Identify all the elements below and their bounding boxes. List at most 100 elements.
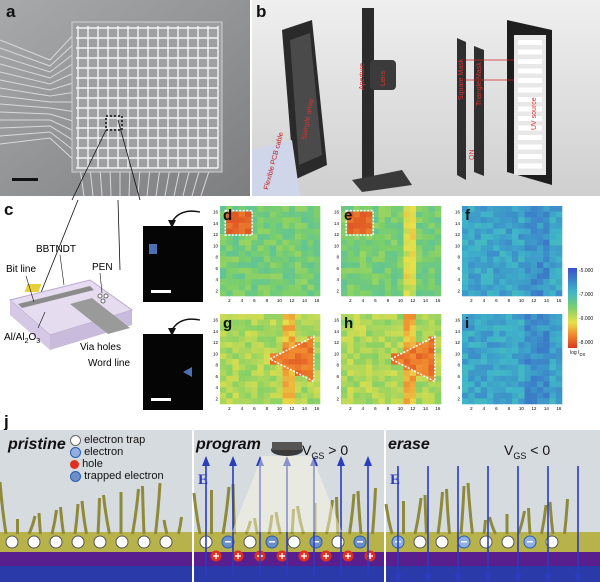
heatmap-cell [518, 381, 525, 388]
heatmap-cell [524, 211, 532, 218]
heatmap-cell [353, 234, 361, 241]
heatmap-cell [353, 347, 361, 354]
heatmap-cell [549, 222, 557, 229]
heatmap-cell [232, 279, 240, 286]
heatmap-cell [480, 392, 488, 399]
heatmap-cell [307, 234, 315, 241]
heatmap-cell [366, 267, 373, 274]
heatmap-cell [353, 325, 361, 332]
heatmap-cell [537, 347, 544, 354]
heatmap-cell [462, 267, 469, 274]
heatmap-cell [462, 314, 469, 320]
heatmap-cell [341, 353, 348, 360]
heatmap-cell [220, 211, 227, 218]
heatmap-cell [434, 290, 442, 297]
heatmap-cell [537, 336, 544, 343]
heatmap-cell [295, 392, 302, 399]
heatmap-cell [263, 398, 271, 405]
heatmap-cell [238, 398, 246, 405]
heatmap-cell [512, 342, 519, 349]
x-tick-label: 16 [314, 406, 320, 411]
bit-line [18, 286, 94, 308]
heatmap-cell [263, 279, 271, 286]
heatmap-cell [220, 353, 227, 360]
heatmap-cell [282, 370, 290, 377]
x-tick-label: 6 [495, 406, 498, 411]
heatmap-cell [301, 234, 308, 241]
x-tick-label: 6 [253, 406, 256, 411]
heatmap-cell [288, 222, 296, 229]
heatmap-cell [518, 336, 525, 343]
heatmap-cell [474, 284, 482, 291]
heatmap-cell [257, 228, 265, 235]
heatmap-cell [555, 347, 563, 354]
legend-item: electron [70, 446, 164, 458]
heatmap-cell [480, 353, 488, 360]
heatmap-cell [232, 273, 240, 280]
heatmap-cell [232, 353, 240, 360]
heatmap-cell [307, 206, 315, 212]
heatmap-cell [422, 239, 429, 246]
panel-label-i: i [465, 315, 470, 332]
heatmap-cell [270, 267, 277, 274]
heatmap-cell [493, 251, 500, 257]
heatmap-cell [468, 290, 475, 297]
heatmap-cell [359, 347, 367, 354]
heatmap-cell [518, 279, 525, 286]
heatmap-cell [372, 262, 379, 269]
heatmap-cell [391, 347, 398, 354]
heatmap-cell [295, 222, 302, 229]
label-word-line: Word line [88, 358, 130, 369]
heatmap-cell [493, 392, 500, 399]
heatmap-cell [428, 228, 436, 235]
hole-icon [70, 459, 79, 469]
heatmap-cell [549, 330, 557, 337]
heatmap-cell [372, 228, 379, 235]
heatmap-cell [530, 325, 538, 332]
heatmap-cell [530, 245, 538, 252]
x-tick-label: 6 [374, 298, 377, 303]
heatmap-cell [530, 364, 538, 371]
heatmap-cell [270, 325, 277, 332]
heatmap-cell [353, 239, 361, 246]
heatmap-cell [428, 330, 436, 337]
heatmap-cell [537, 325, 544, 332]
heatmap-cell [555, 245, 563, 252]
heatmap-cell [307, 222, 315, 229]
heatmap-cell [403, 256, 411, 263]
heatmap-cell [524, 284, 532, 291]
heatmap-cell [524, 245, 532, 252]
heatmap-cell [372, 234, 379, 241]
heatmap-cell [499, 279, 507, 286]
heatmap-cell [403, 290, 411, 297]
heatmap-cell [220, 284, 227, 291]
heatmap-cell [353, 256, 361, 263]
heatmap-cell [257, 353, 265, 360]
heatmap-cell [276, 228, 283, 235]
heatmap-cell [313, 290, 321, 297]
heatmap-cell [313, 234, 321, 241]
heatmap-cell [238, 364, 246, 371]
heatmap-cell [391, 314, 398, 320]
heatmap-cell [468, 387, 475, 394]
heatmap-cell [245, 211, 252, 218]
heatmap-cell [341, 267, 348, 274]
heatmap-cell [378, 314, 386, 320]
heatmap-cell [372, 387, 379, 394]
heatmap-cell [549, 206, 557, 212]
heatmap-cell [499, 398, 507, 405]
heatmap-cell [499, 239, 507, 246]
heatmap-cell [512, 273, 519, 280]
heatmap-cell [251, 381, 258, 388]
heatmap-cell [499, 370, 507, 377]
heatmap-cell [512, 375, 519, 382]
heatmap-cell [288, 228, 296, 235]
heatmap-cell [245, 206, 252, 212]
heatmap-cell [359, 284, 367, 291]
heatmap-cell [238, 234, 246, 241]
heatmap-cell [288, 381, 296, 388]
y-tick-label: 6 [457, 266, 460, 271]
heatmap-cell [428, 336, 436, 343]
heatmap-cell [353, 228, 361, 235]
heatmap-cell [391, 359, 398, 365]
